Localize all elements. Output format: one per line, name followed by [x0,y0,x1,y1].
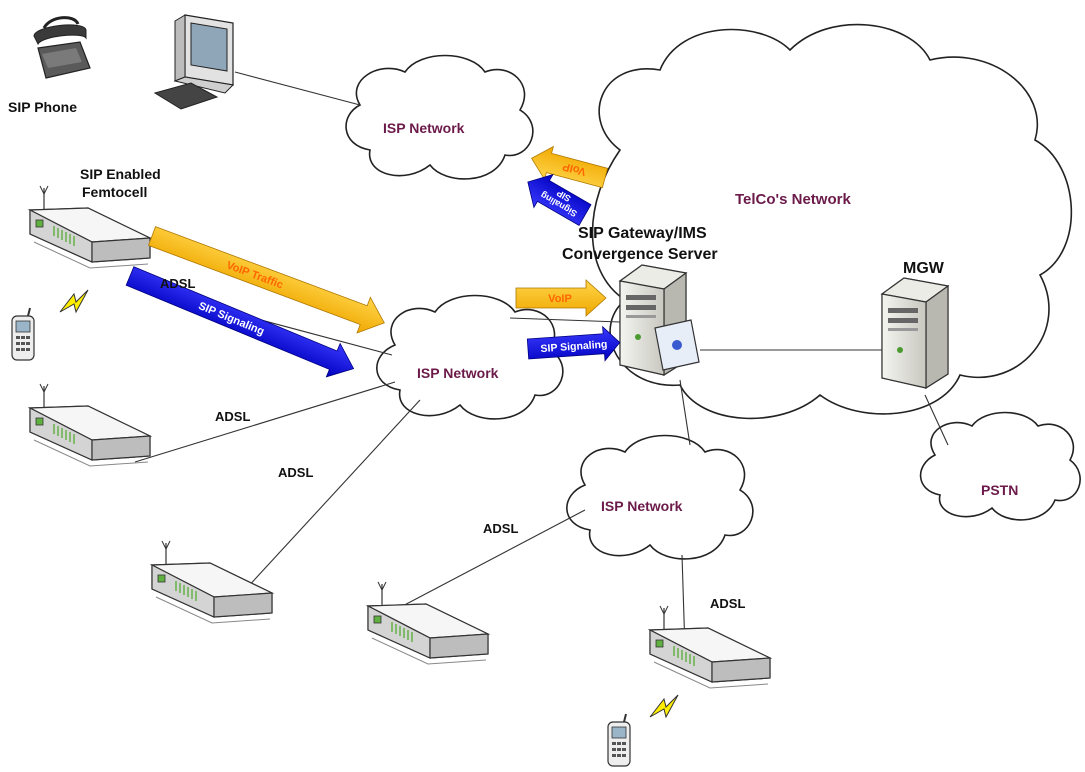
isp-network-middle-cloud [376,294,564,420]
voip-upper-arrow: VoIP [531,145,609,189]
sip-phone-label: SIP Phone [8,99,77,115]
mobile-phone-icon [607,713,631,767]
femtocell-router-icon [649,605,771,689]
sip-signaling-short-arrow: SIP Signaling [526,325,621,362]
femtocell-label-line2: Femtocell [82,184,147,200]
isp-network-middle-label: ISP Network [417,365,499,381]
sip-gateway-label-line2: Convergence Server [562,246,718,263]
telco-network-cloud [591,23,1073,420]
telco-network-label: TelCo's Network [735,191,851,208]
voip-arrow: VoIP [515,279,607,317]
isp-network-bottom-cloud [566,434,754,560]
svg-text:SIP Signaling: SIP Signaling [540,338,608,355]
sip-gateway-label-line1: SIP Gateway/IMS [578,225,707,242]
isp-network-bottom-label: ISP Network [601,498,683,514]
isp-network-top-cloud [345,54,534,180]
pstn-label: PSTN [981,482,1018,498]
lightning-bolt-icon [59,289,89,313]
badge-icon [654,319,700,371]
mgw-server-icon [881,277,949,389]
lightning-bolt-icon [649,694,679,718]
desk-phone-icon [33,16,91,79]
adsl-label: ADSL [710,596,745,611]
mgw-label: MGW [903,260,945,277]
femtocell-router-icon [29,383,151,467]
connection-lines [129,71,949,651]
femtocell-router-icon [367,581,489,665]
femtocell-label-line1: SIP Enabled [80,166,161,182]
adsl-label: ADSL [215,409,250,424]
adsl-label: ADSL [278,465,313,480]
svg-text:VoIP: VoIP [561,160,587,178]
adsl-label: ADSL [483,521,518,536]
femtocell-router-icon [151,540,273,624]
pstn-cloud [919,411,1081,521]
mobile-phone-icon [11,307,35,361]
desktop-computer-icon [153,14,235,110]
adsl-label: ADSL [160,276,195,291]
svg-text:VoIP: VoIP [548,293,572,305]
isp-network-top-label: ISP Network [383,120,465,136]
